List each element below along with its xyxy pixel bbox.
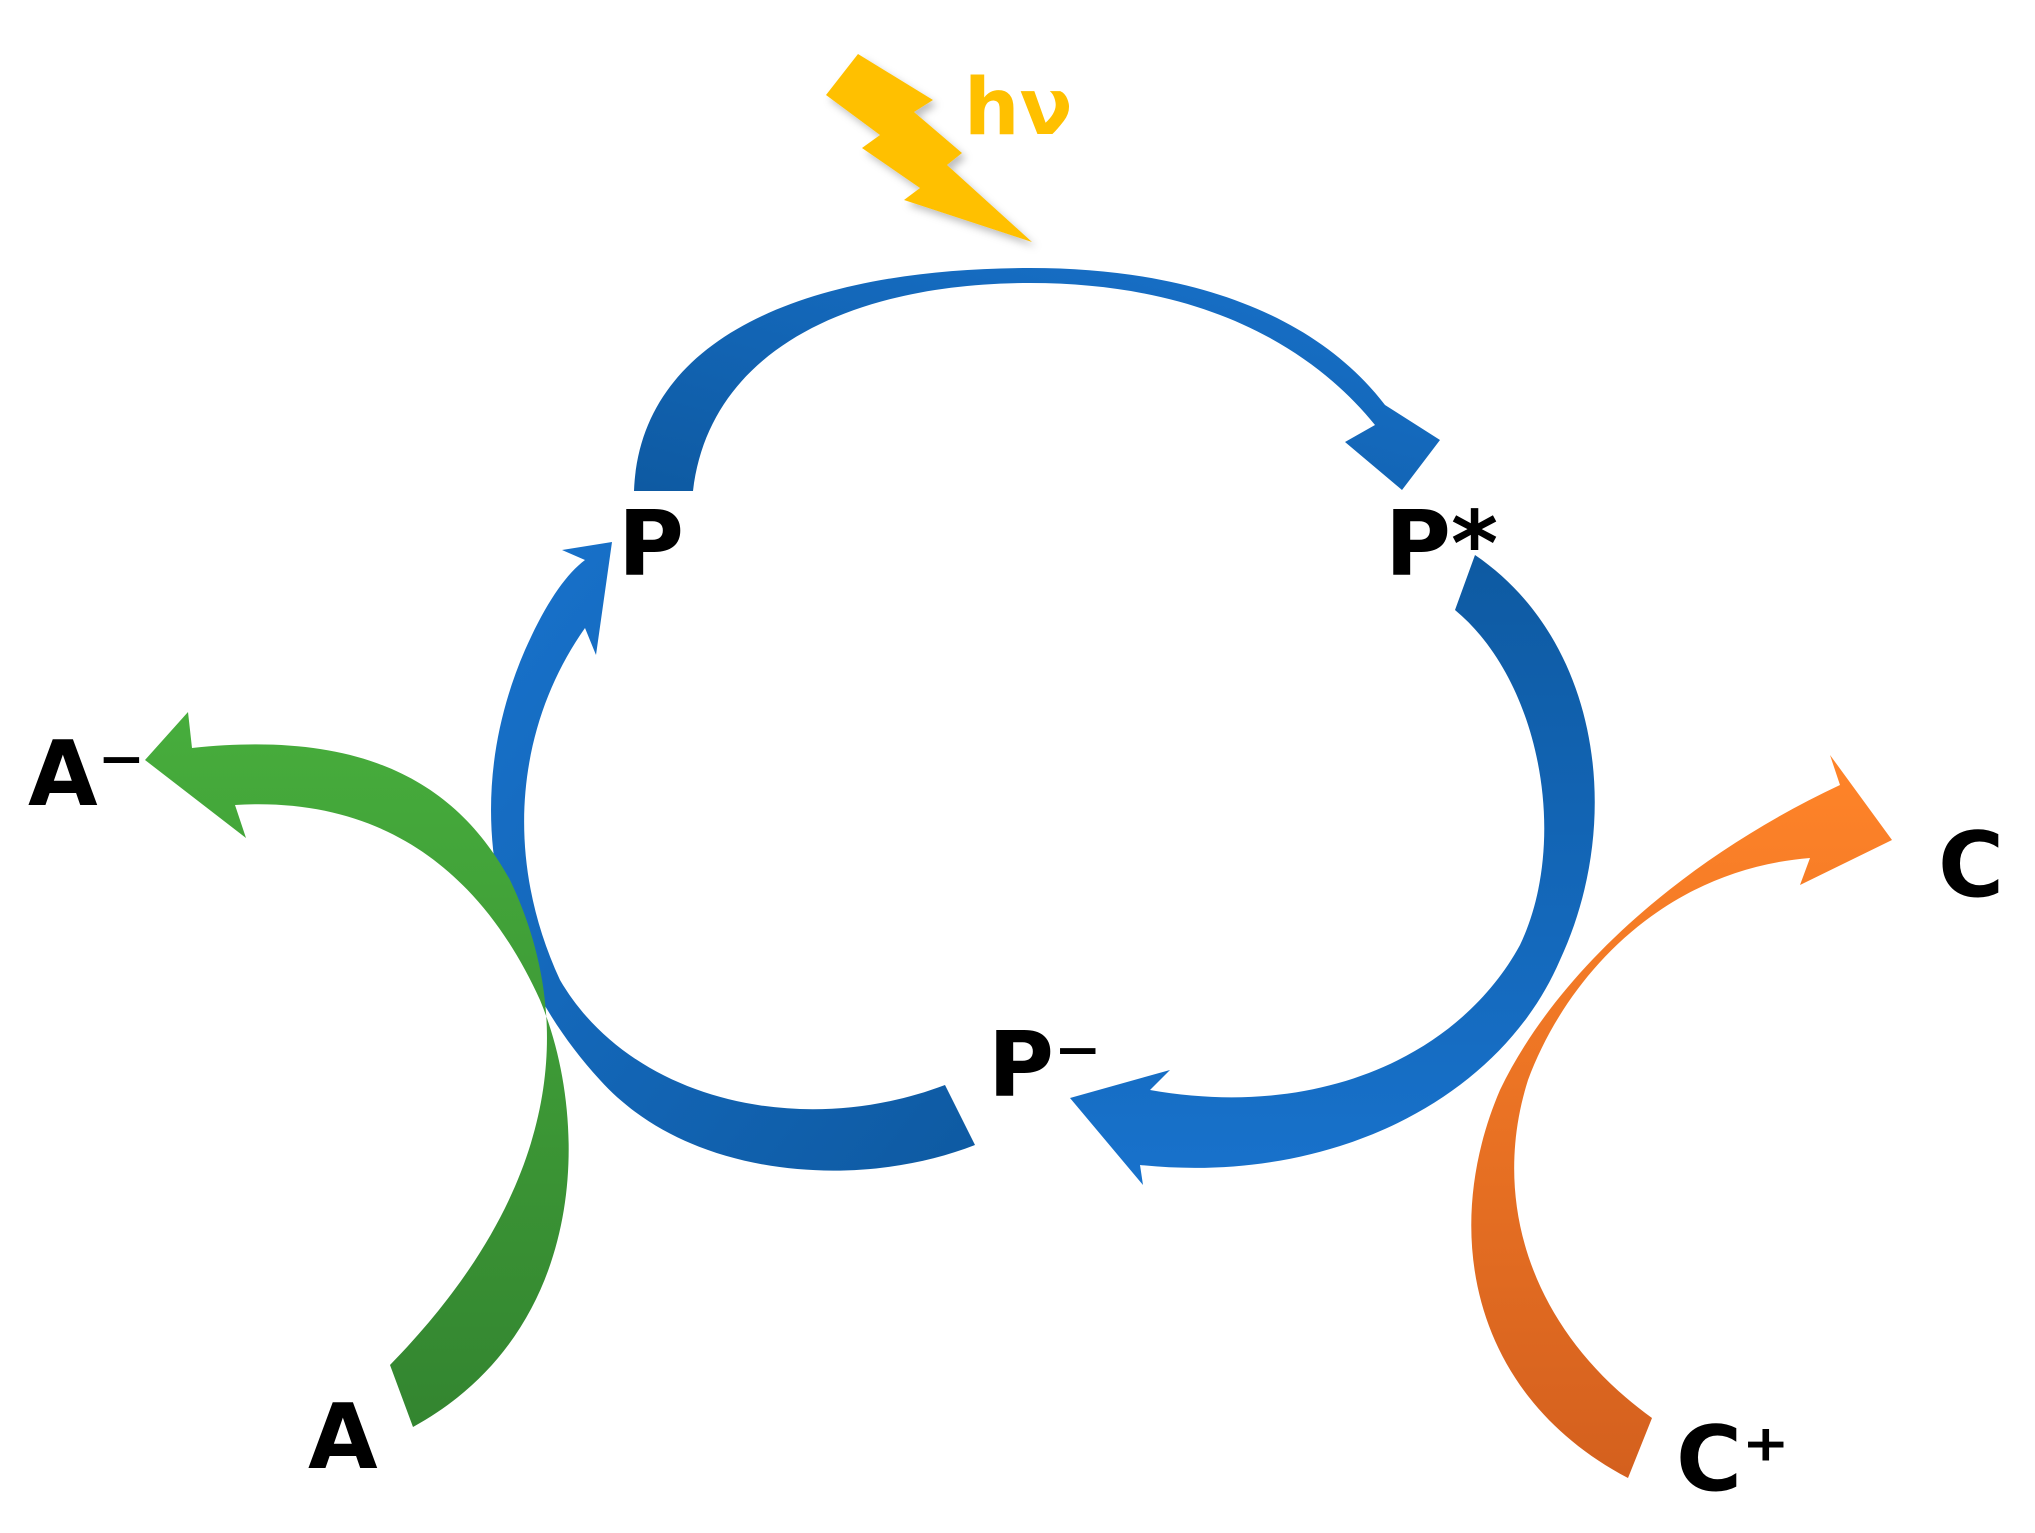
label-c: C [1938, 813, 2004, 918]
arrow-c-plus-to-c [1471, 755, 1892, 1478]
arrow-p-to-p-star [634, 268, 1440, 491]
label-a-minus: A⁻ [28, 722, 145, 827]
label-p-minus: P⁻ [988, 1013, 1101, 1118]
arrow-p-minus-to-p [491, 542, 975, 1171]
label-p: P [618, 492, 684, 597]
lightning-bolt-icon [826, 54, 1032, 242]
light-label: hν [964, 63, 1073, 153]
label-p-star: P* [1385, 492, 1498, 597]
label-a: A [308, 1385, 378, 1490]
arrow-p-star-to-p-minus [1070, 555, 1595, 1185]
arrow-a-to-a-minus [145, 712, 569, 1427]
label-c-plus: C⁺ [1676, 1407, 1790, 1512]
